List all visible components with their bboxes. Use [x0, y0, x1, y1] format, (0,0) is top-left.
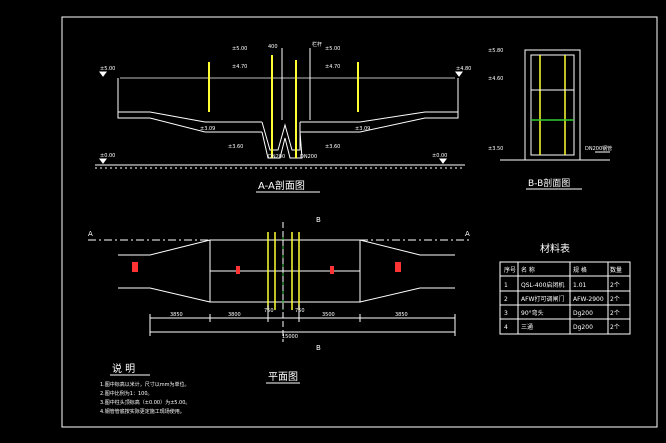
- plan-view: [88, 222, 470, 342]
- materials-table-text: 序号名 称 规 格 数量 1 QSL-400启闭机 1.01 2个 2 AFW打可调闸门 AFW-…: [504, 266, 622, 331]
- dim-d6: 750: [295, 308, 305, 314]
- section-mark-b-bottom: B: [316, 344, 321, 352]
- title-materials: 材料表: [540, 242, 570, 255]
- title-plan: 平面图: [268, 371, 298, 383]
- plan-labels: A A B B 3850 3800 3500 3850 750 750 1500…: [88, 216, 470, 352]
- elev-low-right: ±3.09: [355, 126, 370, 132]
- rail-label: 栏杆: [312, 41, 322, 48]
- materials-table: [499, 261, 631, 335]
- materials-cell: Dg200: [573, 310, 593, 317]
- note-item: 3.图中柱头顶标高（±0.00）为±5.00。: [100, 399, 190, 406]
- materials-header-cell: 数量: [610, 266, 622, 274]
- materials-cell: 三通: [521, 323, 533, 331]
- dim-d3: 3500: [322, 312, 335, 318]
- materials-cell: 1: [504, 282, 508, 289]
- elev-mid1: ±5.00: [232, 46, 247, 52]
- title-section-bb: B-B剖面图: [528, 177, 570, 189]
- elev-mid4: ±4.70: [325, 64, 340, 70]
- title-notes: 说 明: [112, 362, 135, 375]
- materials-cell: 3: [504, 310, 508, 317]
- bb-elev-bot: ±3.50: [488, 146, 503, 152]
- title-section-aa: A-A剖面图: [258, 179, 305, 192]
- dim-d1: 3850: [170, 312, 183, 318]
- dim-total: 15000: [282, 334, 298, 340]
- dim-d2: 3800: [228, 312, 241, 318]
- notes-list: 1.图中标高以米计，尺寸以mm为单位。 2.图中比例为1：100。 3.图中柱头顶标…: [100, 381, 190, 415]
- elev-bot1: ±3.60: [228, 144, 243, 150]
- pipe-top-dim: 400: [268, 44, 278, 50]
- materials-cell: 2个: [610, 310, 620, 317]
- bb-pipe-note: DN200钢管: [585, 145, 612, 152]
- section-mark-b-top: B: [316, 216, 321, 224]
- materials-cell: 2个: [610, 296, 620, 303]
- materials-header-cell: 序号: [504, 266, 516, 274]
- section-mark-a-left: A: [88, 230, 93, 238]
- elev-bot2: ±3.60: [325, 144, 340, 150]
- materials-cell: AFW打可调闸门: [521, 295, 565, 303]
- note-item: 2.图中比例为1：100。: [100, 390, 153, 397]
- materials-cell: 2个: [610, 324, 620, 331]
- elev-low-left: ±3.09: [200, 126, 215, 132]
- materials-cell: 90°弯头: [521, 309, 544, 317]
- dim-d4: 3850: [395, 312, 408, 318]
- section-aa-labels: ±5.00 ±0.00 ±4.80 ±0.00 ±5.00 ±4.70 ±5.0…: [100, 41, 471, 160]
- materials-cell: AFW-2900: [573, 296, 604, 303]
- materials-header-cell: 名 称: [521, 266, 535, 274]
- elev-left-ground: ±0.00: [100, 153, 115, 159]
- section-aa: [95, 48, 465, 169]
- dim-d5: 750: [264, 308, 274, 314]
- section-mark-a-right: A: [465, 230, 470, 238]
- elev-mid3: ±5.00: [325, 46, 340, 52]
- note-item: 4.钢管管底按实际更定施工现场使用。: [100, 408, 185, 415]
- pipe-label-left: DN200: [268, 154, 285, 160]
- elev-mid2: ±4.70: [232, 64, 247, 70]
- elev-right-top: ±4.80: [456, 66, 471, 72]
- pipe-label-right: DN200: [300, 154, 317, 160]
- note-item: 1.图中标高以米计，尺寸以mm为单位。: [100, 381, 190, 388]
- materials-cell: 2个: [610, 282, 620, 289]
- elev-right-ground: ±0.00: [432, 153, 447, 159]
- materials-cell: 2: [504, 296, 508, 303]
- drawing-frame: [61, 16, 658, 428]
- materials-cell: 4: [504, 324, 508, 331]
- bb-elev-top: ±5.80: [488, 48, 503, 54]
- section-bb: [500, 49, 610, 161]
- elev-left-top: ±5.00: [100, 66, 115, 72]
- materials-cell: QSL-400启闭机: [521, 281, 564, 289]
- materials-cell: 1.01: [573, 282, 587, 289]
- materials-cell: Dg200: [573, 324, 593, 331]
- materials-header-cell: 规 格: [573, 266, 587, 274]
- section-bb-labels: ±5.80 ±4.60 ±3.50 DN200钢管: [488, 48, 612, 152]
- bb-elev-mid: ±4.60: [488, 76, 503, 82]
